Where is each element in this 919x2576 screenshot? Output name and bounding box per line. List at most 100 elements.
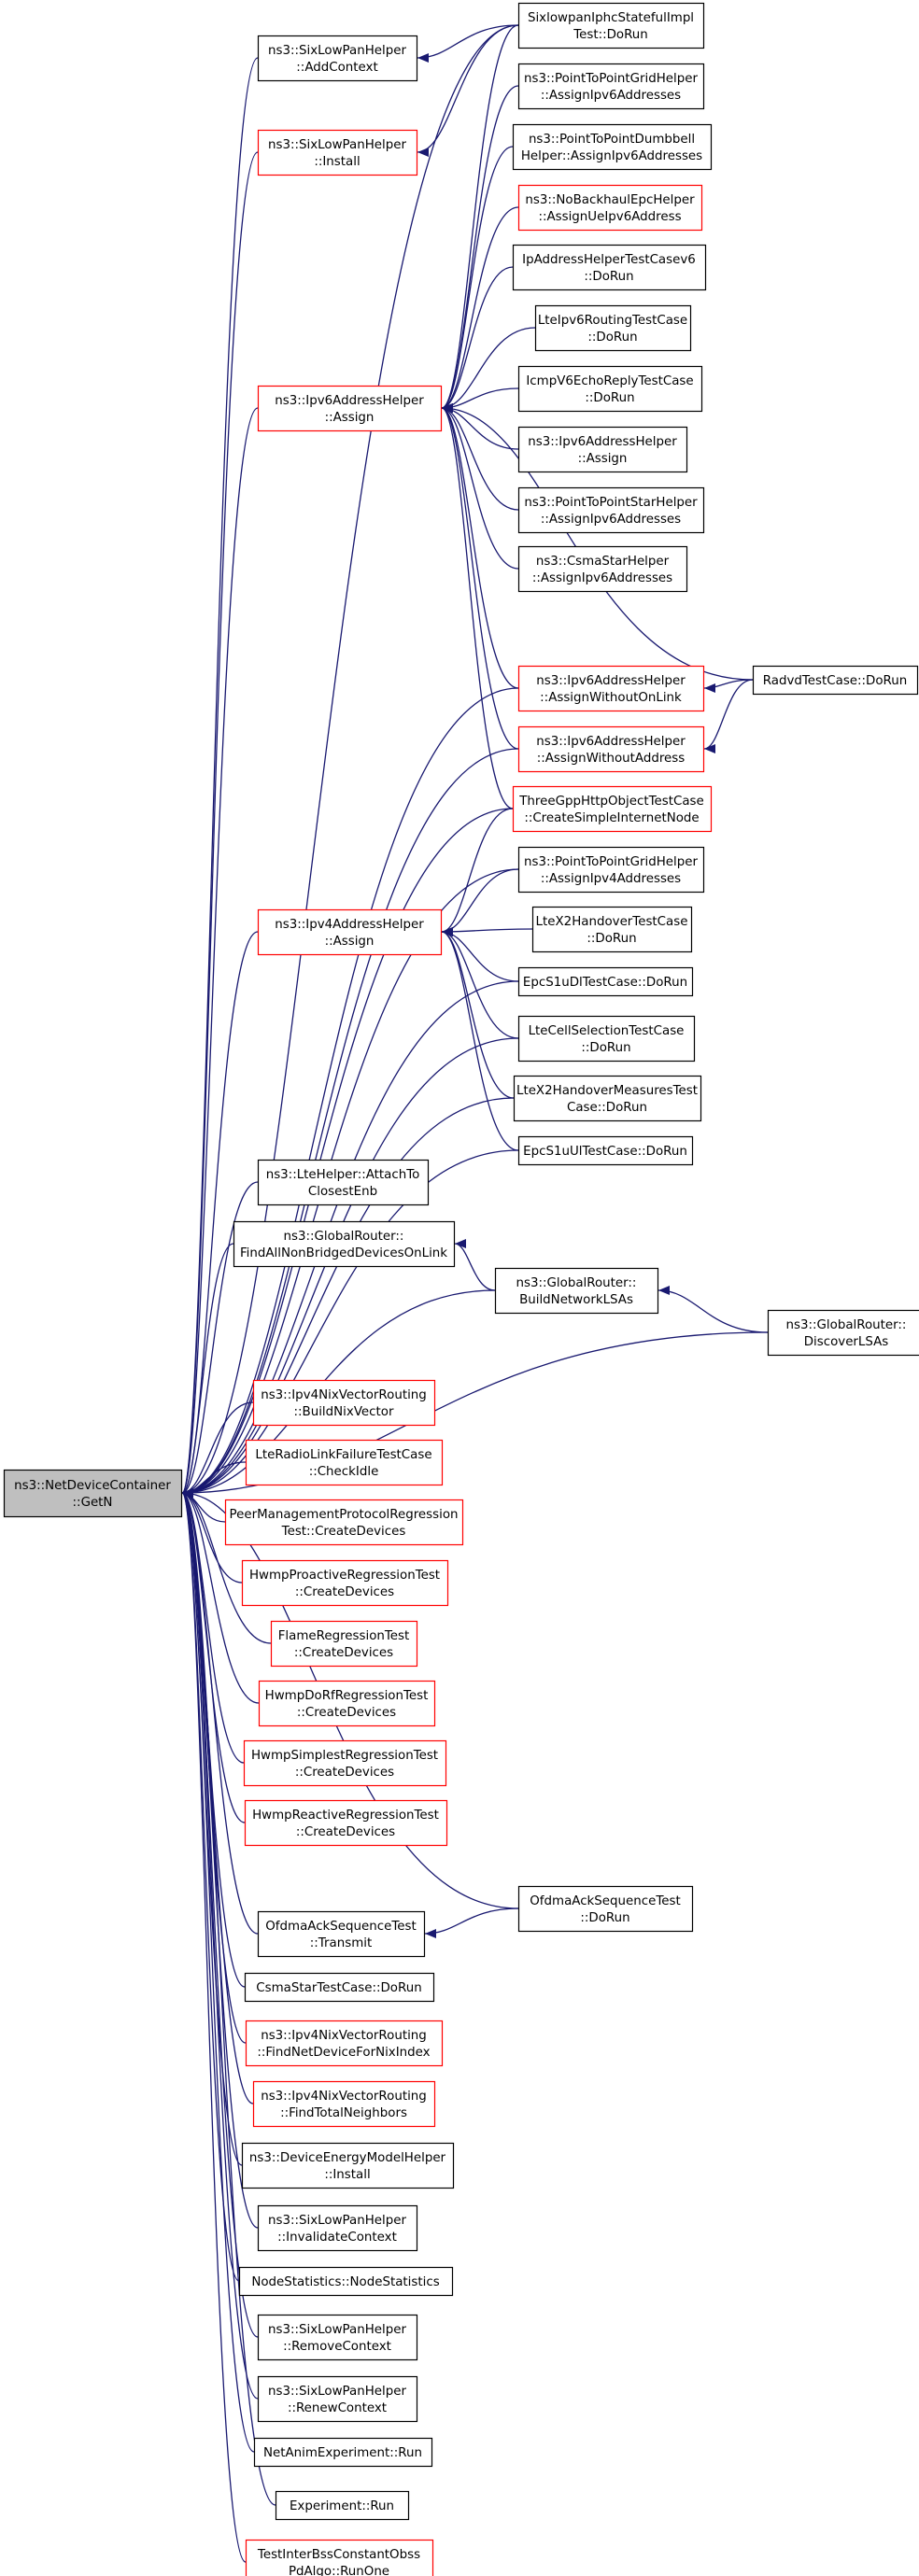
node-box bbox=[252, 2080, 436, 2128]
edge-radvd-to-ipv6_assign_noaddr bbox=[703, 679, 754, 753]
node-threegpp[interactable]: ThreeGppHttpObjectTestCase::CreateSimple… bbox=[512, 785, 713, 833]
node-label-line: ::InvalidateContext bbox=[277, 2231, 397, 2245]
node-box bbox=[257, 2375, 418, 2423]
node-label-line: ns3::SixLowPanHelper bbox=[268, 44, 406, 58]
node-renew_ctx[interactable]: ns3::SixLowPanHelper::RenewContext bbox=[257, 2375, 418, 2423]
node-nodestats[interactable]: NodeStatistics::NodeStatistics bbox=[238, 2266, 454, 2297]
node-label-line: OfdmaAckSequenceTest bbox=[530, 1894, 680, 1908]
node-box bbox=[517, 2, 705, 49]
node-experiment_run[interactable]: Experiment::Run bbox=[275, 2490, 410, 2521]
node-add_context[interactable]: ns3::SixLowPanHelper::AddContext bbox=[257, 35, 418, 82]
node-nix_findnet[interactable]: ns3::Ipv4NixVectorRouting::FindNetDevice… bbox=[245, 2020, 444, 2067]
node-label-line: ::DoRun bbox=[581, 1041, 630, 1055]
node-box bbox=[258, 1680, 436, 1727]
node-box bbox=[241, 1559, 449, 1607]
node-nix_build[interactable]: ns3::Ipv4NixVectorRouting::BuildNixVecto… bbox=[252, 1379, 436, 1427]
node-label-line: IcmpV6EchoReplyTestCase bbox=[526, 374, 693, 388]
node-ipv4_assign[interactable]: ns3::Ipv4AddressHelper::Assign bbox=[257, 908, 443, 956]
node-label-line: DiscoverLSAs bbox=[804, 1335, 889, 1349]
node-label-line: RadvdTestCase::DoRun bbox=[763, 674, 907, 688]
node-ltex2_handover[interactable]: LteX2HandoverTestCase::DoRun bbox=[531, 906, 693, 953]
edge-gr_build-to-gr_find bbox=[454, 1239, 496, 1291]
node-hwmp_simplest[interactable]: HwmpSimplestRegressionTest::CreateDevice… bbox=[243, 1739, 447, 1787]
node-remove_ctx[interactable]: ns3::SixLowPanHelper::RemoveContext bbox=[257, 2314, 418, 2361]
node-label-line: LteCellSelectionTestCase bbox=[529, 1024, 685, 1038]
node-label-line: ::BuildNixVector bbox=[294, 1405, 394, 1419]
node-invalidate_ctx[interactable]: ns3::SixLowPanHelper::InvalidateContext bbox=[257, 2204, 418, 2252]
node-gr_discover[interactable]: ns3::GlobalRouter::DiscoverLSAs bbox=[767, 1309, 919, 1357]
node-csma_star_dorun[interactable]: CsmaStarTestCase::DoRun bbox=[244, 1972, 435, 2003]
node-label-line: LteX2HandoverTestCase bbox=[536, 915, 688, 929]
node-icmpv6_echo[interactable]: IcmpV6EchoReplyTestCase::DoRun bbox=[517, 365, 703, 413]
node-box bbox=[257, 908, 443, 956]
node-label-line: ns3::DeviceEnergyModelHelper bbox=[249, 2151, 446, 2165]
node-label-line: OfdmaAckSequenceTest bbox=[265, 1920, 416, 1934]
node-ipv6_assign[interactable]: ns3::Ipv6AddressHelper::Assign bbox=[257, 385, 443, 432]
edge-ofdma_dorun-to-ofdma_transmit bbox=[424, 1907, 519, 1938]
node-ipaddr_test_v6[interactable]: IpAddressHelperTestCasev6::DoRun bbox=[512, 244, 707, 291]
node-gr_find[interactable]: ns3::GlobalRouter::FindAllNonBridgedDevi… bbox=[233, 1220, 456, 1268]
node-ofdma_transmit[interactable]: OfdmaAckSequenceTest::Transmit bbox=[257, 1910, 426, 1958]
node-radvd[interactable]: RadvdTestCase::DoRun bbox=[752, 665, 919, 696]
node-label-line: ::CreateSimpleInternetNode bbox=[524, 811, 699, 825]
node-ipv6_assign_noonlink[interactable]: ns3::Ipv6AddressHelper::AssignWithoutOnL… bbox=[517, 665, 705, 712]
node-epcs1u_dl[interactable]: EpcS1uDlTestCase::DoRun bbox=[517, 966, 694, 997]
node-label-line: NodeStatistics::NodeStatistics bbox=[251, 2275, 439, 2289]
edge-gr_find-to-root bbox=[181, 1243, 234, 1498]
node-p2p_star_ipv6[interactable]: ns3::PointToPointStarHelper::AssignIpv6A… bbox=[517, 486, 705, 534]
node-netanim[interactable]: NetAnimExperiment::Run bbox=[253, 2437, 433, 2468]
node-label-line: ns3::SixLowPanHelper bbox=[268, 2385, 406, 2399]
node-hwmp_reactive[interactable]: HwmpReactiveRegressionTest::CreateDevice… bbox=[244, 1799, 448, 1847]
edge-ipv6_assign-to-root bbox=[181, 407, 259, 1498]
node-label-line: ::CreateDevices bbox=[295, 1766, 394, 1780]
node-label-line: ns3::Ipv4AddressHelper bbox=[275, 918, 424, 932]
node-ofdma_dorun[interactable]: OfdmaAckSequenceTest::DoRun bbox=[517, 1885, 694, 1933]
node-flame[interactable]: FlameRegressionTest::CreateDevices bbox=[270, 1620, 418, 1668]
node-label-line: ns3::Ipv6AddressHelper bbox=[528, 435, 677, 449]
node-label-line: ::AddContext bbox=[296, 61, 377, 75]
node-p2p_grid_ipv4[interactable]: ns3::PointToPointGridHelper::AssignIpv4A… bbox=[517, 846, 705, 894]
edge-gr_discover-to-gr_build bbox=[657, 1286, 769, 1333]
node-dev_energy[interactable]: ns3::DeviceEnergyModelHelper::Install bbox=[241, 2142, 455, 2189]
node-label-line: ns3::CsmaStarHelper bbox=[536, 555, 670, 569]
node-nix_findtotal[interactable]: ns3::Ipv4NixVectorRouting::FindTotalNeig… bbox=[252, 2080, 436, 2128]
node-label-line: ns3::PointToPointGridHelper bbox=[524, 855, 698, 869]
node-lte_cellsel[interactable]: LteCellSelectionTestCase::DoRun bbox=[517, 1015, 696, 1063]
node-gr_build[interactable]: ns3::GlobalRouter::BuildNetworkLSAs bbox=[494, 1267, 659, 1315]
node-p2p_dumbbell_ipv6[interactable]: ns3::PointToPointDumbbellHelper::AssignI… bbox=[512, 123, 713, 171]
node-ipv6_helper_assign[interactable]: ns3::Ipv6AddressHelper::Assign bbox=[517, 426, 688, 473]
node-label-line: HwmpSimplestRegressionTest bbox=[251, 1749, 438, 1763]
node-hwmp_proactive[interactable]: HwmpProactiveRegressionTest::CreateDevic… bbox=[241, 1559, 449, 1607]
node-sixlowpan_install[interactable]: ns3::SixLowPanHelper::Install bbox=[257, 129, 418, 176]
node-peer_mgmt[interactable]: PeerManagementProtocolRegressionTest::Cr… bbox=[224, 1499, 464, 1546]
node-label-line: Test::DoRun bbox=[573, 28, 648, 42]
node-hwmp_dorf[interactable]: HwmpDoRfRegressionTest::CreateDevices bbox=[258, 1680, 436, 1727]
node-label-line: ::Assign bbox=[325, 411, 375, 425]
node-label-line: ::DoRun bbox=[587, 932, 636, 946]
node-csma_star_ipv6[interactable]: ns3::CsmaStarHelper::AssignIpv6Addresses bbox=[517, 545, 688, 593]
node-label-line: ns3::SixLowPanHelper bbox=[268, 2214, 406, 2228]
node-box bbox=[238, 2266, 454, 2297]
node-lte_ipv6_routing[interactable]: LteIpv6RoutingTestCase::DoRun bbox=[534, 304, 692, 352]
node-box bbox=[534, 304, 692, 352]
node-label-line: NetAnimExperiment::Run bbox=[263, 2446, 422, 2460]
node-box bbox=[517, 486, 705, 534]
node-ipv6_assign_noaddr[interactable]: ns3::Ipv6AddressHelper::AssignWithoutAdd… bbox=[517, 725, 705, 773]
node-label-line: HwmpProactiveRegressionTest bbox=[249, 1569, 440, 1583]
node-label-line: Case::DoRun bbox=[567, 1101, 647, 1115]
node-label-line: ns3::PointToPointDumbbell bbox=[529, 133, 695, 147]
node-epcs1u_ul[interactable]: EpcS1uUlTestCase::DoRun bbox=[517, 1135, 694, 1166]
node-label-line: Test::CreateDevices bbox=[281, 1525, 406, 1539]
node-lte_rlf[interactable]: LteRadioLinkFailureTestCase::CheckIdle bbox=[245, 1439, 444, 1486]
node-nobackhaul[interactable]: ns3::NoBackhaulEpcHelper::AssignUeIpv6Ad… bbox=[517, 184, 703, 232]
node-label-line: ::DoRun bbox=[580, 1911, 629, 1925]
node-label-line: ns3::PointToPointGridHelper bbox=[524, 72, 698, 86]
node-p2p_grid_ipv6[interactable]: ns3::PointToPointGridHelper::AssignIpv6A… bbox=[517, 63, 705, 110]
edges-layer bbox=[181, 24, 769, 2563]
edge-ofdma_transmit-to-root bbox=[181, 1488, 259, 1935]
node-label-line: ThreeGppHttpObjectTestCase bbox=[518, 795, 704, 809]
